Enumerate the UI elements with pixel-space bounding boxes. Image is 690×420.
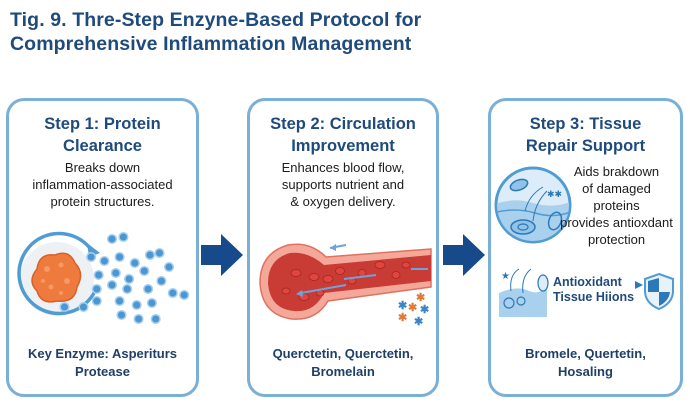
step-1-title-line2: Clearance — [63, 137, 142, 155]
figure-title: Tig. 9. Thre-Step Enzyne-Based Protocol … — [10, 8, 570, 56]
step-1-card: Step 1: Protein Clearance Breaks down in… — [6, 98, 199, 397]
particle-dot — [150, 313, 161, 325]
particle-dot — [131, 299, 142, 311]
step-3-desc-line: Aids brakdown — [573, 164, 660, 179]
particle-dot — [143, 283, 154, 295]
svg-text:✱: ✱ — [398, 312, 407, 324]
red-blood-cells — [281, 261, 411, 301]
pointer-triangle — [635, 281, 643, 289]
particle-dot — [91, 295, 102, 307]
particle-dot — [93, 269, 104, 281]
figure-title-line1: Tig. 9. Thre-Step Enzyne-Based Protocol … — [10, 9, 422, 31]
svg-text:✱: ✱ — [414, 316, 423, 327]
blood-vessel-icon: ✱✱ ✱✱ ✱✱ — [259, 243, 432, 327]
step-3-description: Aids brakdown of damaged proteins provid… — [553, 163, 680, 248]
particle-dot — [124, 273, 135, 285]
figure-title-line2: Comprehensive Inflammation Management — [10, 33, 412, 55]
particle-dot — [114, 251, 125, 263]
antioxidant-label: Antioxidant Tissue Hiions — [553, 275, 634, 305]
particle-dot — [106, 233, 118, 245]
flow-arrowheads — [296, 244, 336, 297]
nutrient-particles: ✱✱ ✱✱ ✱✱ — [398, 292, 429, 327]
particle-dot — [114, 295, 125, 307]
step-2-card: Step 2: Circulation Improvement Enhances… — [247, 98, 439, 397]
svg-text:✱: ✱ — [408, 302, 417, 314]
particle-dot — [118, 231, 129, 243]
step-3-desc-line: proteins — [593, 198, 640, 213]
protein-texture — [41, 262, 70, 295]
step-2-desc-line: & oxygen delivery. — [290, 194, 396, 209]
svg-text:✱✱: ✱✱ — [547, 189, 562, 199]
step-3-title-line1: Step 3: Tissue — [529, 115, 642, 133]
particle-dot — [179, 289, 190, 301]
flow-arrows — [300, 244, 428, 294]
step-1-title-line1: Step 1: Protein — [44, 115, 161, 133]
step-3-footer-line1: Bromele, Quertetin, — [525, 346, 646, 361]
particle-dot — [154, 247, 165, 259]
particle-dot — [133, 313, 144, 325]
shield-icon — [635, 272, 674, 311]
tissue-repair-icon: ✱✱ — [494, 166, 572, 244]
step-3-title: Step 3: Tissue Repair Support — [491, 113, 680, 157]
step-2-key-enzymes: Querctetin, Querctetin, Bromelain — [250, 345, 436, 381]
step-1-title: Step 1: Protein Clearance — [9, 113, 196, 157]
particle-dot — [156, 275, 167, 287]
particle-dot — [86, 251, 97, 263]
step-1-footer-line2: Protease — [75, 364, 130, 379]
particle-dot — [139, 265, 150, 277]
step-3-key-enzymes: Bromele, Quertetin, Hosaling — [491, 345, 680, 381]
step-3-footer-line2: Hosaling — [558, 364, 613, 379]
step-2-desc-line: Enhances blood flow, — [281, 160, 405, 175]
step-2-footer-line2: Bromelain — [311, 364, 375, 379]
svg-text:★: ★ — [501, 271, 510, 282]
protein-breakdown-icon — [17, 231, 190, 325]
step-3-desc-line: provides antioxdant — [560, 215, 673, 230]
particle-dot — [59, 301, 70, 313]
svg-text:✱: ✱ — [398, 300, 407, 312]
particles — [59, 231, 190, 325]
step-2-title-line2: Improvement — [291, 137, 395, 155]
rotation-arrow-icon — [17, 231, 97, 316]
particle-dot — [110, 267, 121, 279]
particle-dot — [129, 257, 140, 269]
particle-dot — [99, 255, 110, 267]
right-arrow-icon — [201, 234, 243, 276]
step-1-desc-line: protein structures. — [50, 194, 155, 209]
step-1-footer-line1: Key Enzyme: Asperiturs — [27, 346, 178, 361]
step-1-key-enzyme: Key Enzyme: Asperiturs Protease — [9, 345, 196, 381]
step-1-description: Breaks down inflammation-associated prot… — [9, 159, 196, 210]
protein-clump-icon — [31, 252, 82, 303]
step-3-desc-line: protection — [587, 232, 646, 247]
step-2-title: Step 2: Circulation Improvement — [250, 113, 436, 157]
step-2-title-line1: Step 2: Circulation — [270, 115, 416, 133]
particle-dot — [146, 297, 157, 309]
step-1-desc-line: Breaks down — [64, 160, 141, 175]
svg-text:✱: ✱ — [416, 292, 425, 304]
right-arrow-icon — [443, 234, 485, 276]
step-2-footer-line1: Querctetin, Querctetin, — [272, 346, 414, 361]
svg-text:✱: ✱ — [420, 304, 429, 316]
particle-dot — [116, 309, 127, 321]
step-2-desc-line: supports nutrient and — [281, 177, 405, 192]
particle-dot — [122, 283, 133, 295]
tissue-cells-icon: ★ — [499, 268, 549, 317]
step-3-desc-line: of damaged — [582, 181, 651, 196]
step-3-card: Step 3: Tissue Repair Support ✱✱ Aids br… — [488, 98, 683, 397]
step-2-description: Enhances blood flow, supports nutrient a… — [250, 159, 436, 210]
particle-dot — [144, 249, 156, 261]
particle-dot — [167, 287, 178, 299]
antioxidant-label-line2: Tissue Hiions — [553, 290, 635, 304]
particle-dot — [91, 283, 102, 295]
particle-dot — [106, 279, 118, 291]
particle-dot — [78, 301, 89, 313]
particle-dot — [163, 261, 175, 273]
step-3-title-line2: Repair Support — [525, 137, 646, 155]
step-1-desc-line: inflammation-associated — [32, 177, 173, 192]
antioxidant-label-line1: Antioxidant — [553, 275, 622, 289]
